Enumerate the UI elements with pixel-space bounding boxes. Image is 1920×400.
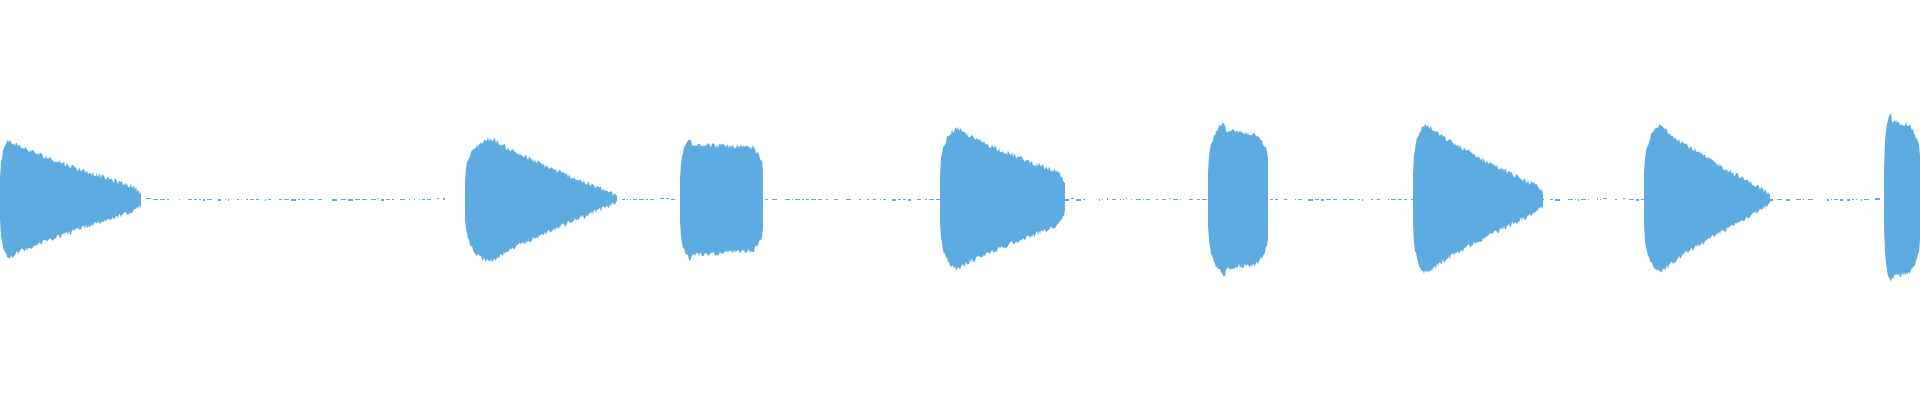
waveform-segment-5 xyxy=(1208,122,1268,277)
waveform-segment-2 xyxy=(465,137,617,263)
waveform-segment-1 xyxy=(0,139,141,259)
waveform-segments xyxy=(0,112,1920,282)
waveform-segment-6 xyxy=(1413,123,1543,274)
waveform-segment-8 xyxy=(1884,112,1920,282)
waveform-segment-3 xyxy=(680,139,763,261)
waveform-segment-7 xyxy=(1644,124,1770,273)
waveform-segment-4 xyxy=(940,126,1065,270)
